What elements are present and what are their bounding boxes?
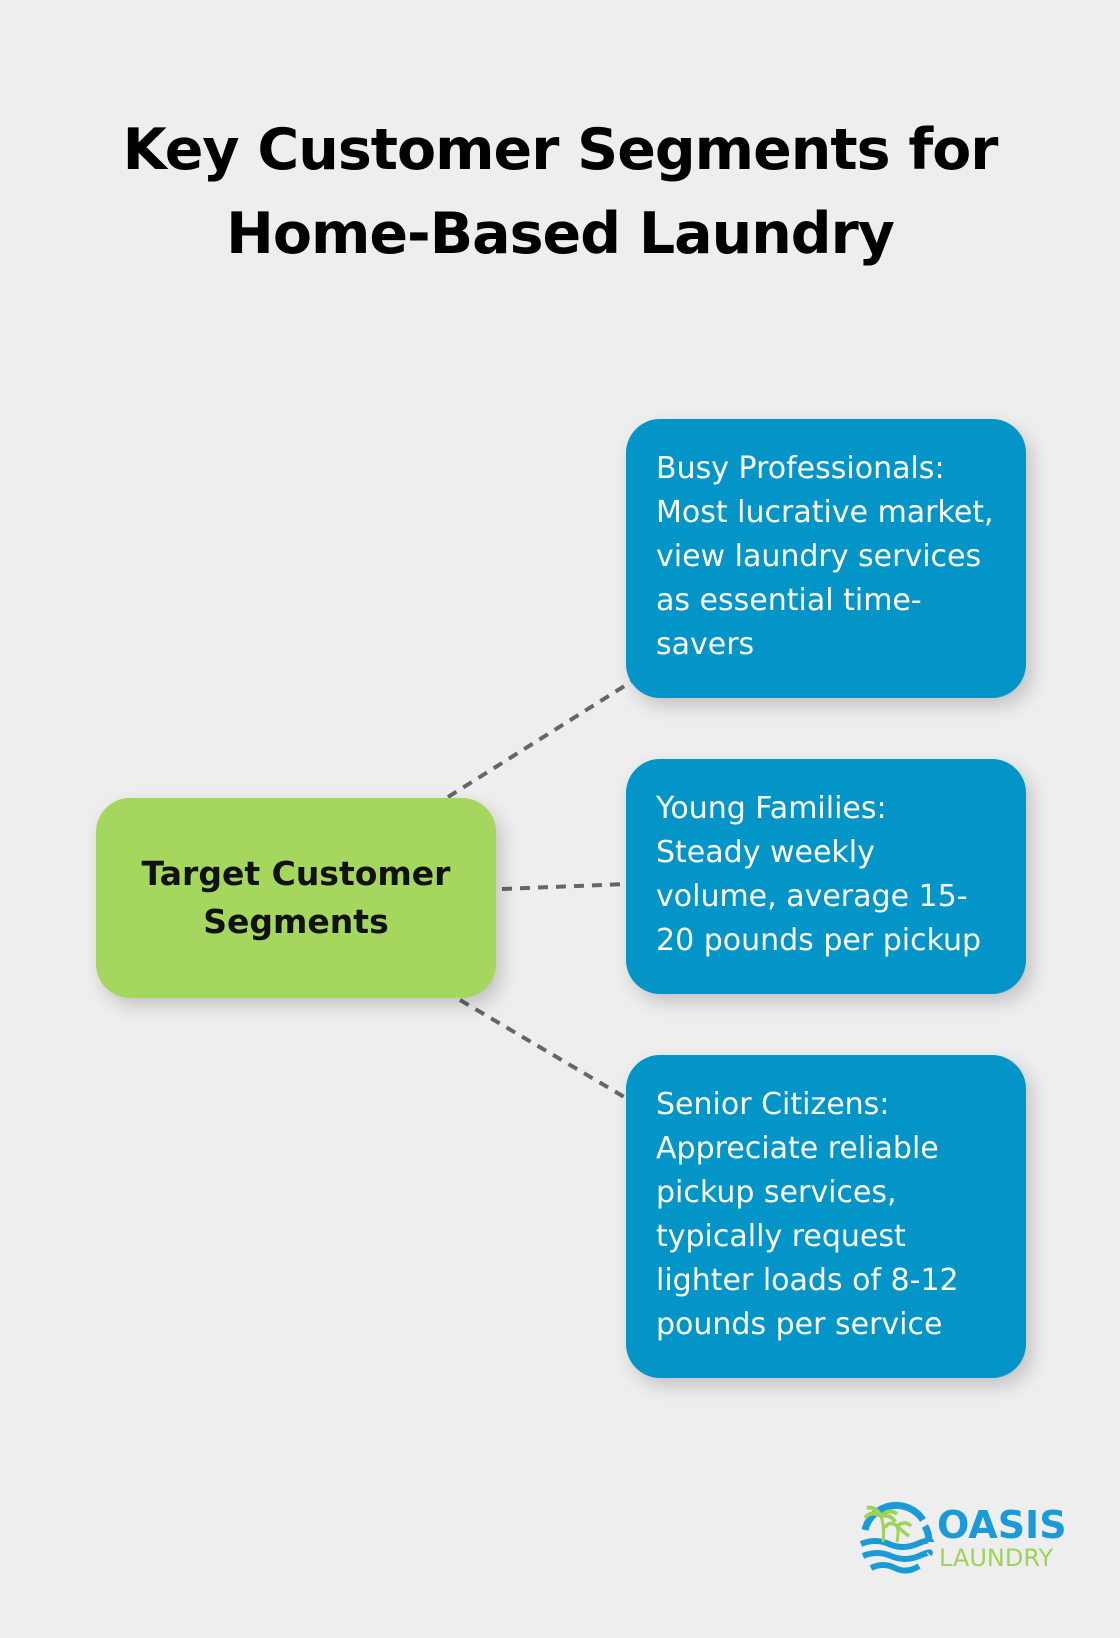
logo-word-laundry: LAUNDRY <box>939 1544 1053 1572</box>
segment-text: Young Families: Steady weekly volume, av… <box>656 791 982 958</box>
center-node-label: Target Customer Segments <box>141 854 451 941</box>
oasis-laundry-logo: OASIS LAUNDRY <box>853 1500 1073 1582</box>
palm-tree-waves-icon: OASIS LAUNDRY <box>859 1501 1067 1574</box>
page-title: Key Customer Segments for Home-Based Lau… <box>0 108 1120 276</box>
segment-senior-citizens: Senior Citizens: Appreciate reliable pic… <box>626 1055 1026 1378</box>
connector-to-young-families <box>501 882 627 891</box>
segment-young-families: Young Families: Steady weekly volume, av… <box>626 759 1026 994</box>
center-node-target-customer-segments: Target Customer Segments <box>96 798 496 998</box>
connector-to-senior-citizens <box>458 998 628 1100</box>
title-line-2: Home-Based Laundry <box>226 201 895 267</box>
connector-to-busy-professionals <box>446 678 636 799</box>
title-line-1: Key Customer Segments for <box>122 117 999 183</box>
segment-text: Senior Citizens: Appreciate reliable pic… <box>656 1087 959 1342</box>
segment-busy-professionals: Busy Professionals: Most lucrative marke… <box>626 419 1026 698</box>
logo-word-oasis: OASIS <box>937 1503 1067 1547</box>
segment-text: Busy Professionals: Most lucrative marke… <box>656 451 994 662</box>
